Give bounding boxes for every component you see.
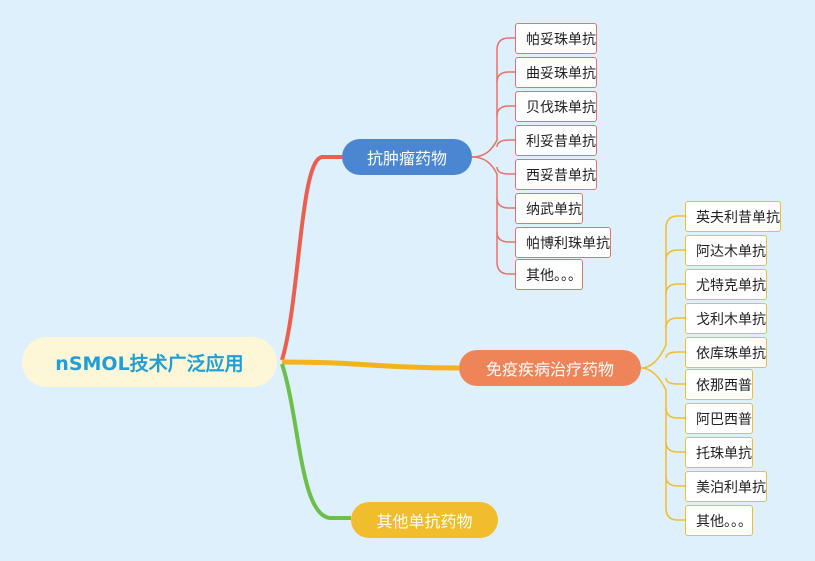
leaf-node: 托珠单抗 [685,437,753,468]
edge-leaf [665,441,685,453]
branch-node-immune: 免疫疾病治疗药物 [459,350,641,386]
edges-branch2-leaves [640,215,685,521]
leaf-node: 美泊利单抗 [685,471,767,502]
leaf-node: 贝伐珠单抗 [515,91,597,122]
leaf-node: 其他。。。 [515,259,583,290]
branch-node-antitumor: 抗肿瘤药物 [342,139,472,175]
edge-root-branch3 [280,363,351,520]
edge-leaf [496,71,515,83]
edge-leaf [665,377,685,385]
edge-leaf [471,156,515,275]
edge-leaf [471,37,515,158]
edge-leaf [665,407,685,419]
leaf-node: 依库珠单抗 [685,337,767,368]
edge-root-branch1 [280,155,342,361]
branch-node-other: 其他单抗药物 [351,502,498,538]
root-node: nSMOL技术广泛应用 [22,337,277,387]
leaf-node: 帕博利珠单抗 [515,227,611,258]
leaf-node: 依那西普 [685,369,753,400]
leaf-node: 其他。。。 [685,505,753,536]
edge-root-branch2 [281,359,460,371]
leaf-node: 帕妥珠单抗 [515,23,597,54]
leaf-node: 英夫利昔单抗 [685,201,781,232]
leaf-node: 利妥昔单抗 [515,125,597,156]
leaf-node: 纳武单抗 [515,193,583,224]
edge-leaf [665,283,685,295]
leaf-node: 曲妥珠单抗 [515,57,597,88]
edge-leaf [640,367,685,521]
edge-leaf [665,475,685,487]
edge-leaf [496,166,515,175]
edge-leaf [496,139,515,148]
leaf-node: 西妥昔单抗 [515,159,597,190]
leaf-node: 戈利木单抗 [685,303,767,334]
edge-leaf [496,197,515,209]
leaf-node: 尤特克单抗 [685,269,767,300]
edge-leaf [665,317,685,329]
edge-leaf [665,351,685,359]
edge-leaf [640,215,685,369]
edges-branch1-leaves [471,37,515,275]
leaf-node: 阿巴西普 [685,403,753,434]
edge-leaf [665,249,685,261]
edge-leaf [496,231,515,243]
edge-leaf [496,105,515,117]
leaf-node: 阿达木单抗 [685,235,767,266]
